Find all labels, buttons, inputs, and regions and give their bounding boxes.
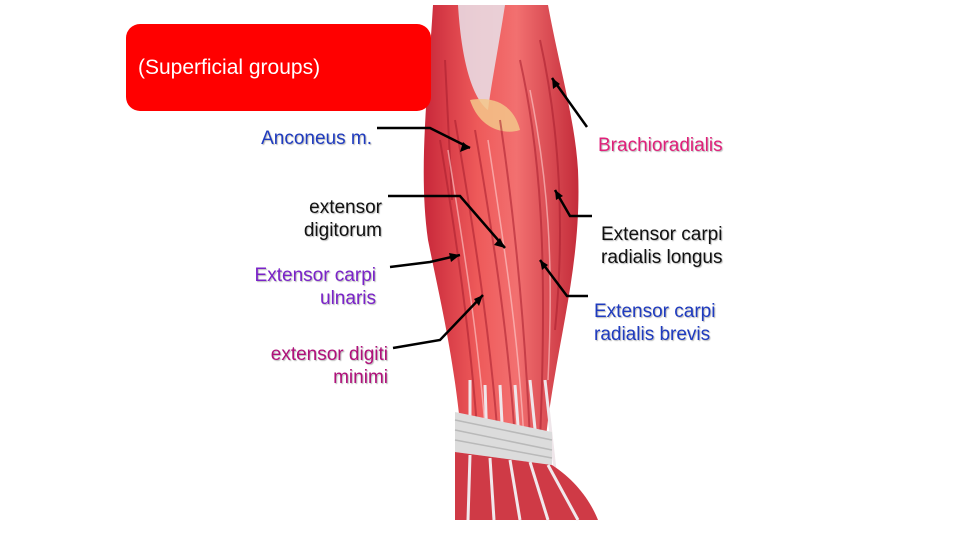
label-ecu-line2: ulnaris [320, 288, 376, 309]
arrowhead [552, 78, 560, 89]
label-brachioradialis: Brachioradialis [598, 134, 723, 157]
arrowhead [460, 142, 470, 152]
label-brachioradialis-text: Brachioradialis [598, 135, 723, 156]
label-edm-line1: extensor digiti [270, 344, 388, 365]
pointer-edm [392, 294, 484, 350]
pointer-brachioradialis [550, 77, 589, 128]
arrowhead [494, 238, 505, 248]
title-box [126, 24, 431, 111]
arrowhead [540, 260, 548, 270]
pointer-anconeus [377, 126, 471, 150]
pointer-extensor-digitorum [388, 194, 506, 249]
pointer-arrowheads [449, 78, 563, 306]
arrowhead [474, 295, 483, 306]
arrowhead [555, 190, 563, 200]
label-anconeus-text: Anconeus m. [261, 128, 372, 149]
label-ecrb-line1: Extensor carpi [594, 301, 716, 322]
label-anconeus: Anconeus m. [206, 127, 372, 150]
label-extensor-carpi-radialis-brevis: Extensor carpi radialis brevis [594, 300, 715, 346]
pointer-lines [377, 77, 592, 350]
label-ecrl-line2: radialis longus [601, 247, 723, 268]
label-ecrb-line2: radialis brevis [594, 324, 711, 345]
title: (Superficial groups) [138, 56, 321, 79]
label-ecu-line1: Extensor carpi [254, 265, 376, 286]
arrowhead [449, 253, 460, 262]
label-extensor-carpi-radialis-longus: Extensor carpi radialis longus [601, 223, 722, 269]
label-extensor-carpi-ulnaris: Extensor carpi ulnaris [200, 264, 376, 310]
pointer-ecrl [553, 189, 592, 218]
label-edm-line2: minimi [333, 367, 388, 388]
label-ecrl-line1: Extensor carpi [601, 224, 723, 245]
label-extensor-digitorum-line1: extensor [309, 197, 382, 218]
label-extensor-digiti-minimi: extensor digiti minimi [200, 343, 388, 389]
label-extensor-digitorum: extensor digitorum [230, 196, 382, 242]
label-extensor-digitorum-line2: digitorum [303, 220, 382, 241]
pointer-ecrb [539, 259, 588, 298]
